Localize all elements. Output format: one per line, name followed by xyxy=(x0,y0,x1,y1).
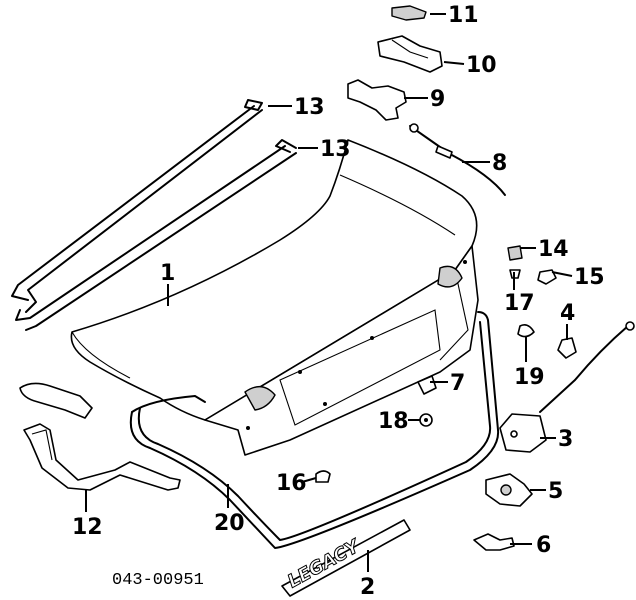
callout-9: 9 xyxy=(430,87,445,112)
trunk-lid xyxy=(70,139,479,456)
callout-3: 3 xyxy=(558,427,573,452)
callout-19: 19 xyxy=(514,365,545,390)
callout-13-upper: 13 xyxy=(294,95,325,120)
callout-14: 14 xyxy=(538,237,569,262)
catalog-number: 043-00951 xyxy=(112,571,204,590)
leader-lines xyxy=(85,13,573,572)
callout-6: 6 xyxy=(536,533,551,558)
callout-8: 8 xyxy=(492,151,507,176)
torsion-bar-lower xyxy=(15,139,297,331)
trunk-hinge xyxy=(19,382,181,491)
callout-7: 7 xyxy=(450,371,465,396)
callout-17: 17 xyxy=(504,291,535,316)
torsion-bar-upper xyxy=(11,99,263,313)
callout-4: 4 xyxy=(560,301,575,326)
callout-20: 20 xyxy=(214,511,245,536)
latch-cover xyxy=(377,35,443,73)
latch-bracket xyxy=(347,79,419,133)
callout-12: 12 xyxy=(72,515,103,540)
emblem-text: LEGACY xyxy=(284,535,364,592)
callout-18: 18 xyxy=(378,409,409,434)
callout-15: 15 xyxy=(574,265,605,290)
callout-2: 2 xyxy=(360,575,375,600)
callout-5: 5 xyxy=(548,479,563,504)
lock-actuator xyxy=(499,321,635,453)
weatherstrip-seal xyxy=(129,311,500,549)
callout-10: 10 xyxy=(466,53,497,78)
trunk-latch xyxy=(485,473,533,507)
cap-11 xyxy=(391,5,427,21)
callout-13-lower: 13 xyxy=(320,137,351,162)
callout-labels: 11 10 9 13 13 8 1 14 15 17 4 19 7 18 3 1… xyxy=(72,3,605,600)
lock-cylinder xyxy=(473,533,515,551)
small-parts xyxy=(315,375,437,483)
callout-11: 11 xyxy=(448,3,479,28)
callout-1: 1 xyxy=(160,261,175,286)
clips-group xyxy=(507,245,577,359)
callout-16: 16 xyxy=(276,471,307,496)
legacy-emblem: LEGACY xyxy=(281,519,411,597)
